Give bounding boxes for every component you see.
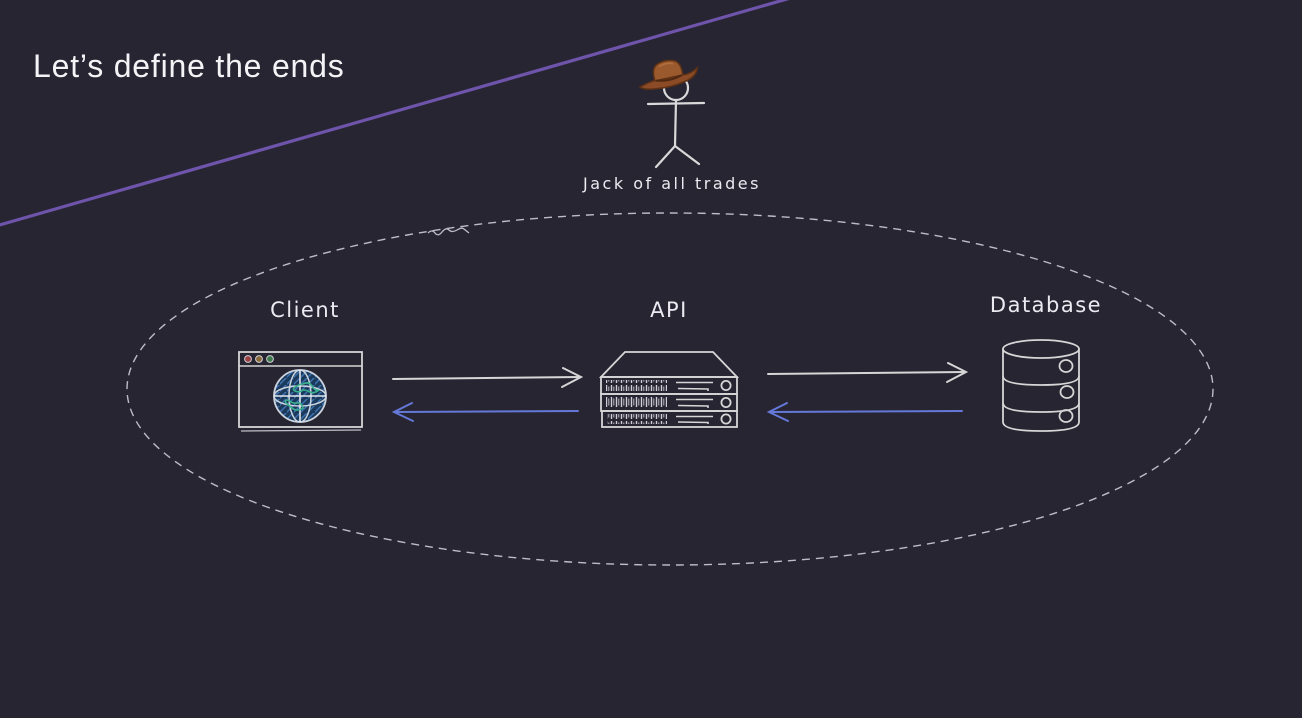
server-led — [720, 413, 732, 425]
database-dot — [1058, 409, 1074, 423]
database-cylinder-icon — [1002, 339, 1080, 432]
arrow-api-to-database — [767, 362, 969, 383]
boundary-dashed-ellipse — [126, 212, 1214, 566]
node-label-client: Client — [270, 298, 340, 322]
server-rack-icon — [598, 351, 740, 428]
globe-land — [284, 399, 304, 411]
stick-figure-leg-left — [654, 144, 677, 169]
database-dot — [1059, 385, 1075, 399]
stick-figure-leg-right — [673, 144, 701, 166]
stick-figure-body — [673, 98, 678, 148]
page-title: Let’s define the ends — [33, 48, 345, 84]
arrow-api-to-client — [391, 402, 579, 422]
globe-land — [292, 382, 320, 394]
arrow-database-to-api — [766, 402, 963, 422]
traffic-light-yellow — [255, 355, 263, 363]
stick-figure — [646, 74, 706, 169]
accent-diagonal-line — [0, 0, 790, 227]
cowboy-hat-icon — [638, 59, 699, 90]
stick-figure-arms — [646, 101, 706, 106]
node-label-database: Database — [989, 293, 1103, 317]
server-led — [720, 396, 732, 408]
node-label-api: API — [650, 298, 688, 322]
server-slots — [676, 381, 713, 424]
database-dot — [1058, 359, 1074, 373]
person-label: Jack of all trades — [583, 174, 761, 193]
traffic-light-green — [266, 355, 274, 363]
globe-icon — [273, 369, 327, 423]
browser-window-icon — [238, 351, 363, 432]
boundary-wobble — [427, 227, 470, 236]
server-led — [720, 379, 732, 391]
traffic-light-red — [244, 355, 252, 363]
arrow-client-to-api — [392, 367, 584, 388]
